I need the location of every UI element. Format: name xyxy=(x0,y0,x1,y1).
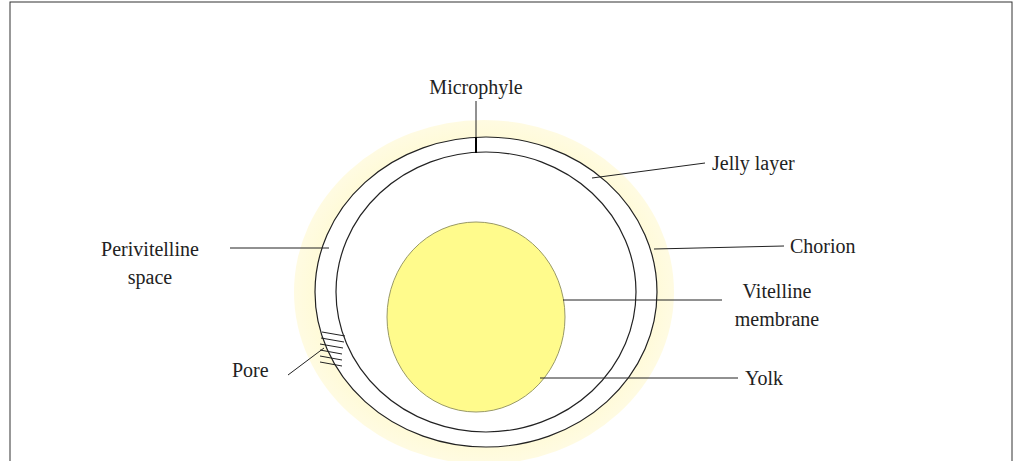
yolk xyxy=(387,222,565,412)
frame xyxy=(10,2,1012,461)
chorion-inner xyxy=(336,152,636,432)
part-label: Microphyle xyxy=(429,73,522,101)
jelly-layer xyxy=(294,120,674,461)
part-label: Vitelline membrane xyxy=(721,277,833,333)
part-label: Yolk xyxy=(745,364,783,392)
microphyle-canal xyxy=(475,137,477,153)
part-label: Chorion xyxy=(790,232,856,260)
part-label: Pore xyxy=(232,356,269,384)
part-label: Jelly layer xyxy=(712,149,795,177)
chorion-outer xyxy=(315,137,657,447)
leader-lines xyxy=(230,101,784,378)
pore-hatch xyxy=(320,332,345,366)
part-label: Perivitelline space xyxy=(84,235,216,291)
